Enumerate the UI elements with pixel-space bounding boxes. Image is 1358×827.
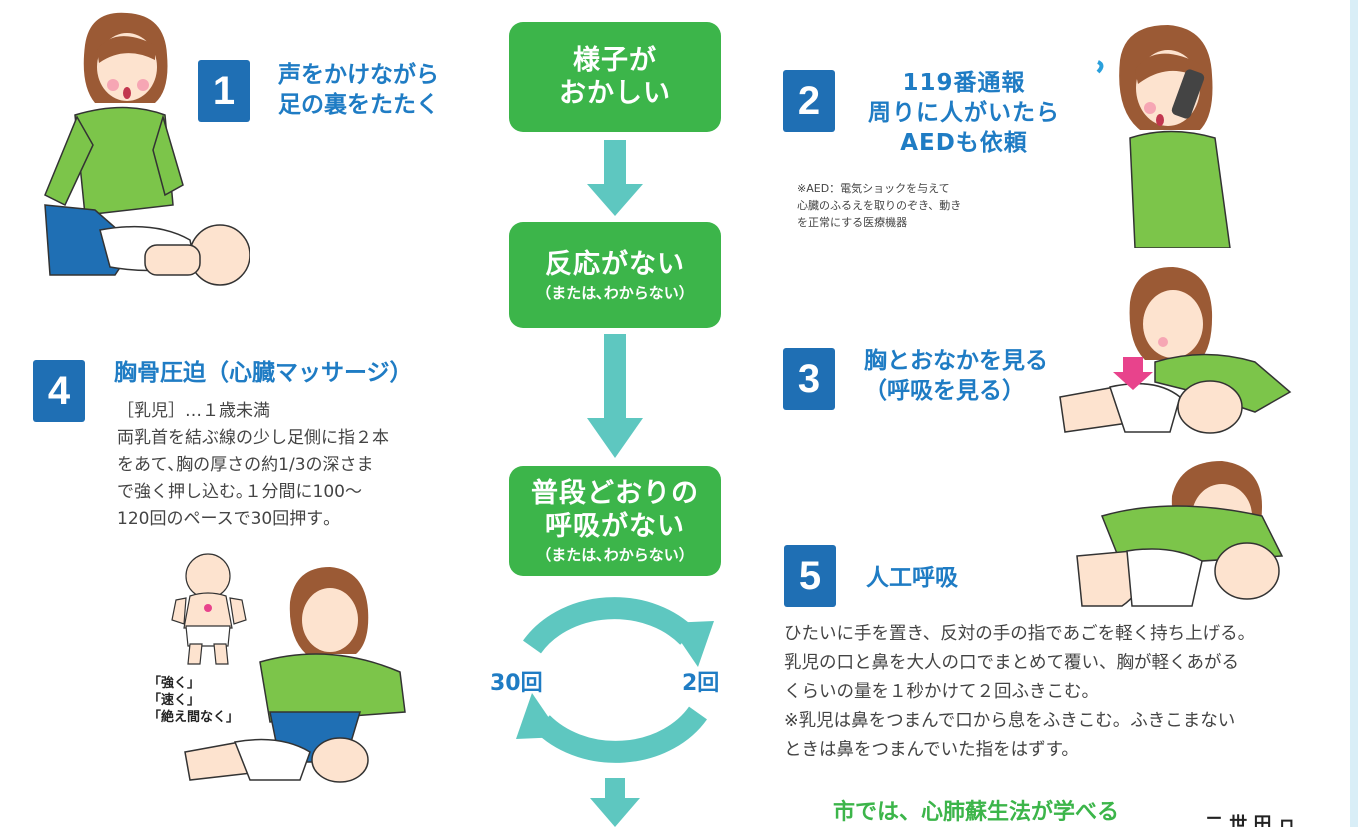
illustration-phone-call — [1096, 25, 1231, 248]
page-edge-strip — [1350, 0, 1358, 827]
step-2-badge: 2 — [783, 70, 835, 132]
cycle-arrows — [516, 597, 714, 763]
footer-cpr-course: 市では、心肺蘇生法が学べる — [833, 800, 1120, 825]
flow-box-abnormal-label: 様子が おかしい — [559, 45, 671, 109]
illustration-check-breathing — [1059, 267, 1292, 434]
step-1-badge: 1 — [198, 60, 250, 122]
illustration-tap-feet — [44, 12, 250, 286]
cycle-label-30: 30回 — [490, 671, 543, 696]
cycle-label-2: 2回 — [682, 671, 720, 696]
step-4-badge: 4 — [33, 360, 85, 422]
flow-box-no-response-label: 反応がない — [545, 248, 685, 280]
flow-box-no-response-sub: （または､わからない） — [536, 283, 694, 302]
flow-box-no-breathing-label: 普段どおりの 呼吸がない — [531, 478, 699, 542]
flow-box-no-breathing: 普段どおりの 呼吸がない （または､わからない） — [509, 466, 721, 576]
flow-box-no-breathing-sub: （または､わからない） — [536, 546, 694, 564]
step-5-text: ひたいに手を置き、反対の手の指であごを軽く持ち上げる。 乳児の口と鼻を大人の口で… — [784, 624, 1256, 760]
step-4-callout: 「強く」 「速く」 「絶え間なく」 — [148, 676, 240, 725]
illustration-chest-compression — [184, 567, 406, 783]
footer-partial-text: 二 世 田 ㇿ — [1205, 814, 1296, 827]
step-2-aed-note: ※AED：電気ショックを与えて 心臓のふるえを取りのぞき、動き を正常にする医療… — [797, 182, 962, 229]
step-4-title: 胸骨圧迫（心臓マッサージ） — [114, 360, 413, 386]
down-arrow-3 — [590, 778, 640, 827]
flow-box-no-response: 反応がない （または､わからない） — [509, 222, 721, 328]
illustration-rescue-breathing — [1076, 461, 1284, 607]
step-4-text: ［乳児］…１歳未満 両乳首を結ぶ線の少し足側に指２本 をあて､胸の厚さの約1/3… — [117, 401, 389, 529]
flow-box-abnormal: 様子が おかしい — [509, 22, 721, 132]
step-5-badge: 5 — [784, 545, 836, 607]
illustration-infant-chest-point — [171, 553, 247, 665]
down-arrow-1 — [587, 140, 643, 216]
down-arrow-2 — [587, 334, 643, 458]
step-3-badge: 3 — [783, 348, 835, 410]
step-5-title: 人工呼吸 — [866, 565, 958, 591]
step-2-title: 119番通報 周りに人がいたら AEDも依頼 — [868, 70, 1060, 156]
step-3-title: 胸とおなかを見る （呼吸を見る） — [864, 348, 1048, 404]
step-1-title: 声をかけながら 足の裏をたたく — [278, 62, 439, 118]
